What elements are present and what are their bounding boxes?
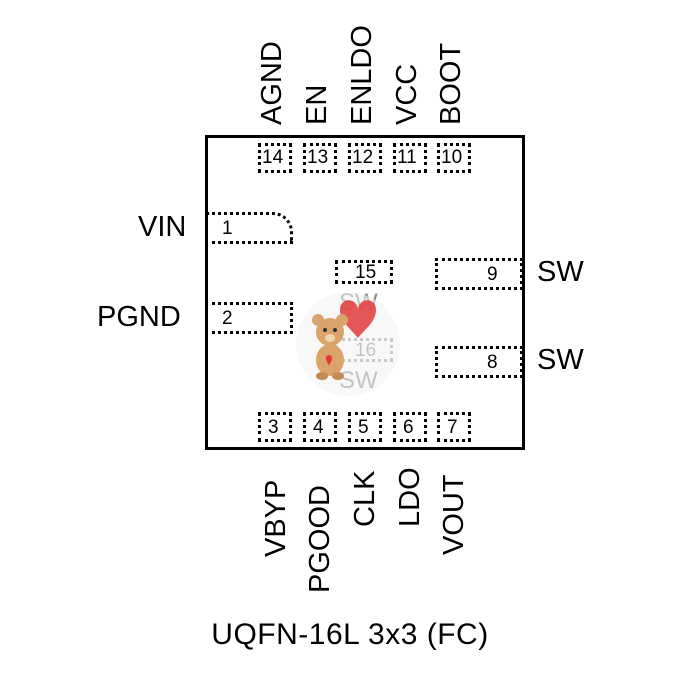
pin-pad-14 [258, 143, 292, 173]
pin-pad-4 [303, 412, 337, 442]
pin-pad-6 [393, 412, 427, 442]
pin-label-enldo: ENLDO [346, 25, 378, 125]
pin-label-vbyp: VBYP [260, 479, 292, 557]
pin-pad-1 [205, 212, 293, 244]
pin-pad-7 [437, 412, 471, 442]
pin-pad-8 [435, 346, 523, 378]
pin-pad-15 [335, 260, 393, 284]
pin-label-agnd: AGND [256, 41, 288, 125]
pin-pad-12 [348, 143, 382, 173]
pin-pad-2 [205, 302, 293, 334]
teddy-bear-heart-icon [296, 292, 400, 396]
pin-label-vout: VOUT [438, 474, 470, 555]
pin-label-pgnd: PGND [97, 301, 181, 333]
pin-number-7: 7 [447, 417, 458, 438]
pin-number-12: 12 [352, 147, 374, 168]
pin-label-en: EN [301, 84, 333, 125]
pin-number-3: 3 [268, 417, 279, 438]
pin-pad-3 [258, 412, 292, 442]
pin-number-10: 10 [441, 147, 463, 168]
pin-pad-9 [435, 258, 523, 290]
pin-label-boot: BOOT [435, 42, 467, 125]
pin-number-4: 4 [313, 417, 324, 438]
pin-label-sw-9: SW [537, 256, 584, 288]
pin-number-9: 9 [487, 264, 498, 285]
pin-number-8: 8 [487, 352, 498, 373]
pin-label-vin: VIN [138, 211, 187, 243]
pin-number-15: 15 [355, 262, 377, 283]
pin-label-vcc: VCC [391, 63, 423, 125]
pin-number-5: 5 [358, 417, 369, 438]
pin-pad-13 [303, 143, 337, 173]
pin-number-2: 2 [222, 308, 233, 329]
pin-pad-10 [437, 143, 471, 173]
pin-number-14: 14 [262, 147, 284, 168]
pin-number-13: 13 [307, 147, 329, 168]
pin-number-11: 11 [397, 147, 417, 168]
package-outline [205, 135, 525, 450]
pin-label-sw-8: SW [537, 344, 584, 376]
pin-label-clk: CLK [349, 470, 381, 527]
pin-number-6: 6 [403, 417, 414, 438]
pin-pad-11 [393, 143, 427, 173]
pin-label-ldo: LDO [394, 467, 426, 527]
pin-number-1: 1 [222, 218, 233, 239]
pin-pad-5 [348, 412, 382, 442]
pin-label-pgood: PGOOD [304, 485, 336, 593]
package-caption: UQFN-16L 3x3 (FC) [211, 618, 489, 651]
